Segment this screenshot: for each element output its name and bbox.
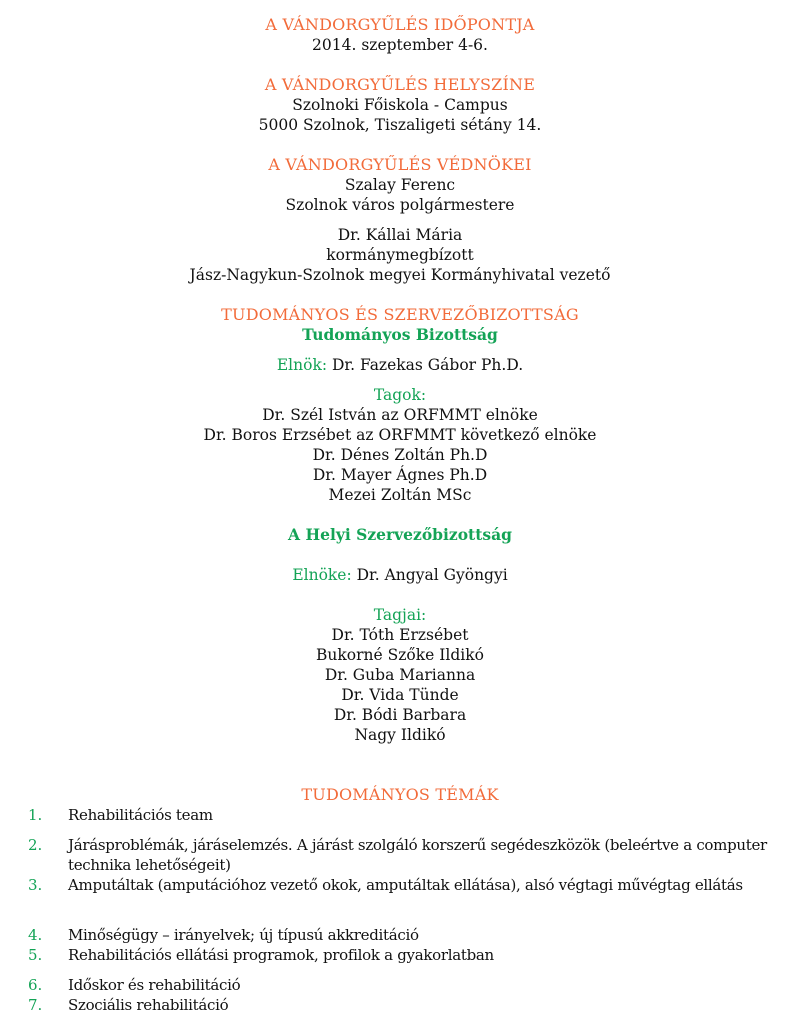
topic-text: Járásproblémák, járáselemzés. A járást s… <box>68 836 767 874</box>
member: Nagy Ildikó <box>354 726 446 744</box>
topic-number: 3. <box>28 876 43 894</box>
topic-text: Rehabilitációs ellátási programok, profi… <box>68 946 494 964</box>
topic-text: Amputáltak (amputációhoz vezető okok, am… <box>68 876 743 894</box>
members-label: Tagok: <box>373 386 427 404</box>
venue-line: Szolnoki Főiskola - Campus <box>292 96 508 114</box>
member: Mezei Zoltán MSc <box>328 486 472 504</box>
date-heading: A VÁNDORGYŰLÉS IDŐPONTJA <box>265 15 535 34</box>
date-value: 2014. szeptember 4-6. <box>312 36 488 54</box>
chair-label: Elnöke: <box>292 566 352 584</box>
member: Dr. Boros Erzsébet az ORFMMT következő e… <box>203 426 597 444</box>
member: Bukorné Szőke Ildikó <box>316 646 484 664</box>
topic-number: 4. <box>28 926 43 944</box>
patrons-heading: A VÁNDORGYŰLÉS VÉDNÖKEI <box>268 155 532 174</box>
venue-line: 5000 Szolnok, Tiszaligeti sétány 14. <box>258 116 542 134</box>
local-chair: Elnöke: Dr. Angyal Gyöngyi <box>0 565 800 585</box>
member: Dr. Vida Tünde <box>341 686 459 704</box>
patron-name: Dr. Kállai Mária <box>337 226 463 244</box>
member: Dr. Bódi Barbara <box>333 706 467 724</box>
member: Dr. Mayer Ágnes Ph.D <box>312 466 488 484</box>
chair-name: Dr. Angyal Gyöngyi <box>356 566 508 584</box>
chair-label: Elnök: <box>276 356 328 374</box>
scientific-committee-heading: Tudományos Bizottság <box>302 325 498 344</box>
topic-number: 1. <box>28 806 43 824</box>
topic-number: 2. <box>28 836 43 854</box>
patron-role: Szolnok város polgármestere <box>285 196 515 214</box>
topic-text: Rehabilitációs team <box>68 806 213 824</box>
topic-number: 7. <box>28 996 43 1014</box>
member: Dr. Dénes Zoltán Ph.D <box>312 446 488 464</box>
chair-name: Dr. Fazekas Gábor Ph.D. <box>332 356 524 374</box>
venue-heading: A VÁNDORGYŰLÉS HELYSZÍNE <box>264 75 536 94</box>
patron-role: Jász-Nagykun-Szolnok megyei Kormányhivat… <box>189 266 611 284</box>
patron-name: Szalay Ferenc <box>344 176 456 194</box>
member: Dr. Tóth Erzsébet <box>331 626 469 644</box>
scientific-chair: Elnök: Dr. Fazekas Gábor Ph.D. <box>0 355 800 375</box>
local-committee-heading: A Helyi Szervezőbizottság <box>288 525 512 544</box>
member: Dr. Szél István az ORFMMT elnöke <box>262 406 538 424</box>
topic-number: 6. <box>28 976 43 994</box>
topic-text: Szociális rehabilitáció <box>68 996 229 1014</box>
topic-number: 5. <box>28 946 43 964</box>
member: Dr. Guba Marianna <box>324 666 476 684</box>
topic-text: Minőségügy – irányelvek; új típusú akkre… <box>68 926 419 944</box>
committee-heading: TUDOMÁNYOS ÉS SZERVEZŐBIZOTTSÁG <box>221 305 579 324</box>
patron-role: kormánymegbízott <box>326 246 474 264</box>
topic-text: Időskor és rehabilitáció <box>68 976 241 994</box>
members-label: Tagjai: <box>373 606 427 624</box>
topics-heading: TUDOMÁNYOS TÉMÁK <box>301 785 499 804</box>
